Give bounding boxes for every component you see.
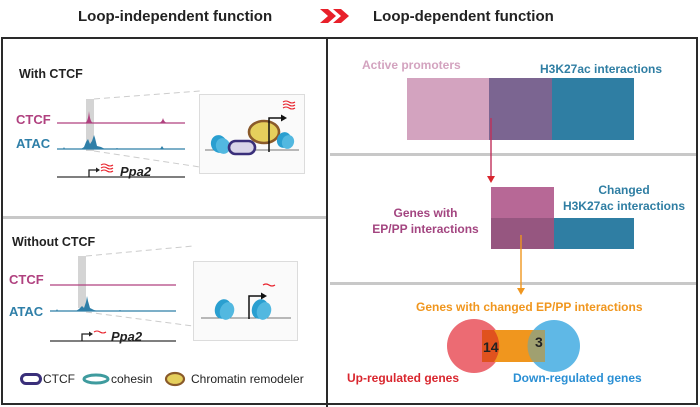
chromatin-remodeler-icon	[247, 119, 281, 145]
right-panel-divider-2	[330, 282, 696, 285]
down-arrow-icon	[517, 235, 525, 295]
changed-ep-pp-genes-label: Genes with changed EP/PP interactions	[416, 300, 643, 314]
up-overlap-region	[482, 330, 500, 362]
genes-ep-pp-line1: Genes with	[393, 206, 458, 220]
right-panel-divider-1	[330, 153, 696, 156]
tss-arrow-icon	[81, 333, 89, 341]
ctcf-peak	[85, 111, 93, 123]
with-ctcf-genome-tracks	[57, 90, 201, 178]
ep-pp-genes-overlap-block	[491, 218, 554, 249]
down-overlap-count: 3	[535, 334, 543, 350]
gene-name-ppa2: Ppa2	[111, 329, 143, 344]
double-chevron-right-icon	[320, 9, 349, 23]
down-arrow-icon	[487, 118, 495, 183]
cohesin-legend-icon	[82, 373, 110, 385]
down-overlap-region	[527, 330, 545, 362]
without-ctcf-zoom-box	[193, 261, 298, 341]
tss-arrow-icon	[88, 169, 96, 177]
with-ctcf-title: With CTCF	[19, 67, 83, 81]
highlight-region	[78, 256, 86, 308]
legend-label-ctcf: CTCF	[43, 372, 75, 386]
gene-name-ppa2: Ppa2	[120, 164, 152, 179]
mrna-low-icon	[93, 330, 107, 334]
atac-track-label: ATAC	[9, 304, 44, 319]
left-section-title: Loop-independent function	[78, 8, 273, 25]
tss-arrow-icon	[268, 117, 281, 152]
ctcf-protein-icon	[227, 139, 257, 156]
changed-h3k27ac-label: Changed H3K27ac interactions	[554, 182, 694, 214]
changed-h3k27ac-block	[554, 218, 634, 249]
h3k27ac-block	[552, 78, 634, 140]
nucleosome-icon	[251, 299, 272, 320]
without-ctcf-title: Without CTCF	[12, 235, 96, 249]
atac-peak	[81, 135, 105, 149]
mrna-high-icon	[282, 100, 296, 110]
legend-label-chromatin-remodeler: Chromatin remodeler	[191, 372, 304, 386]
genes-ep-pp-line2: EP/PP interactions	[372, 222, 479, 236]
changed-h3k27ac-line2: H3K27ac interactions	[562, 199, 686, 213]
right-section-title: Loop-dependent function	[373, 8, 554, 25]
h3k27ac-interactions-label: H3K27ac interactions	[540, 62, 663, 76]
with-ctcf-zoom-box	[199, 94, 305, 174]
mrna-low-icon	[262, 283, 276, 287]
ctcf-legend-icon	[20, 373, 42, 385]
legend-label-cohesin: cohesin	[111, 372, 153, 386]
tss-arrow-icon	[248, 295, 261, 319]
ep-pp-genes-top-block	[491, 187, 554, 218]
active-promoters-block	[407, 78, 489, 140]
mrna-high-icon	[100, 163, 114, 173]
changed-h3k27ac-line1: Changed	[598, 183, 650, 197]
nucleosome-icon	[276, 132, 295, 149]
chromatin-remodeler-legend-icon	[164, 371, 186, 387]
nucleosome-icon	[214, 299, 235, 320]
atac-peak	[76, 296, 98, 311]
down-regulated-label: Down-regulated genes	[513, 371, 642, 385]
gene-overlap-venn	[447, 319, 580, 373]
atac-track-label: ATAC	[16, 136, 51, 151]
ctcf-peak-minor	[159, 118, 167, 123]
nucleosome-icon	[210, 135, 231, 154]
active-promoters-label: Active promoters	[362, 58, 461, 72]
up-regulated-label: Up-regulated genes	[347, 371, 460, 385]
left-panel-divider	[3, 216, 326, 219]
panel-divider-vertical	[326, 37, 328, 407]
overlap-block	[489, 78, 552, 140]
up-overlap-count: 14	[483, 339, 499, 355]
without-ctcf-genome-tracks	[50, 245, 194, 342]
ctcf-track-label: CTCF	[16, 112, 51, 127]
highlight-region	[86, 99, 94, 151]
ctcf-track-label: CTCF	[9, 272, 44, 287]
genes-ep-pp-label: Genes with EP/PP interactions	[363, 205, 488, 237]
figure-frame	[1, 37, 698, 405]
